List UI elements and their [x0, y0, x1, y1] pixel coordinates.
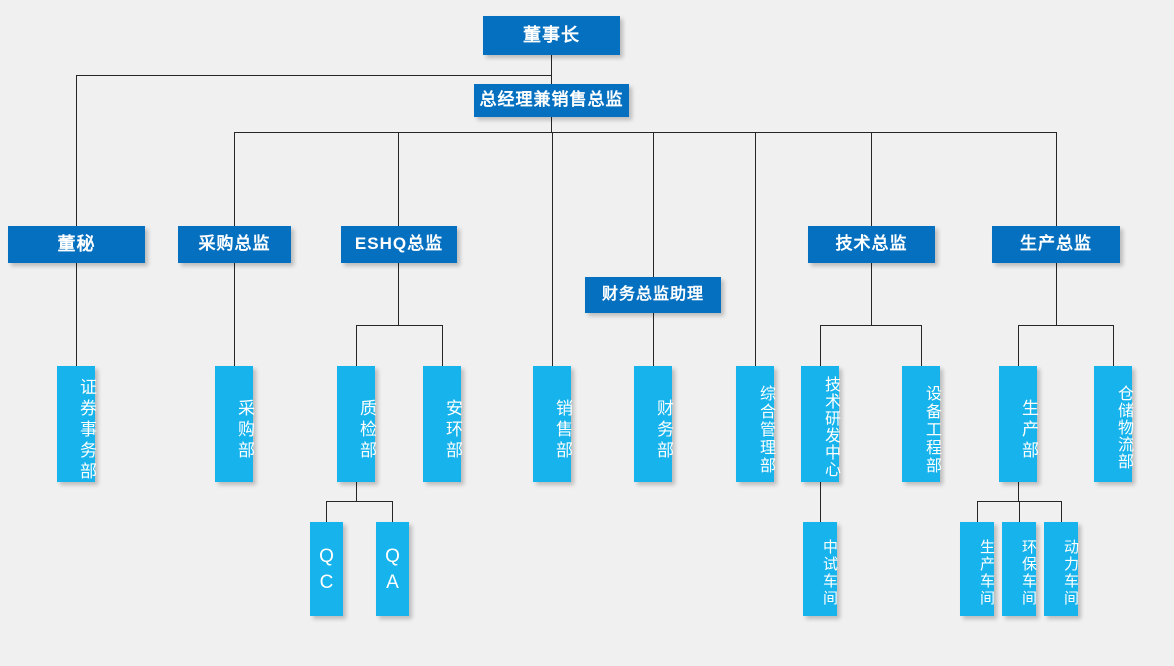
- connector-drop-technical: [871, 132, 872, 226]
- connector-eshq-stem: [398, 263, 399, 325]
- node-production-workshop[interactable]: 生产车间: [960, 522, 995, 616]
- node-power-workshop[interactable]: 动力车间: [1044, 522, 1079, 616]
- connector-purchasing-to-dept: [234, 263, 235, 366]
- node-sales-dept[interactable]: 销售部: [533, 366, 572, 482]
- node-board-secretary[interactable]: 董秘: [8, 226, 145, 263]
- connector-secretary-to-securities: [76, 263, 77, 366]
- connector-to-production-workshop: [977, 501, 978, 522]
- node-production-director[interactable]: 生产总监: [992, 226, 1120, 263]
- node-environmental-workshop[interactable]: 环保车间: [1002, 522, 1037, 616]
- connector-technical-to-rd: [820, 325, 821, 366]
- connector-drop-production-director: [1056, 132, 1057, 226]
- connector-production-to-dept: [1018, 325, 1019, 366]
- connector-eshq-to-qi: [356, 325, 357, 366]
- connector-production-bus: [1018, 325, 1113, 326]
- node-purchasing-director[interactable]: 采购总监: [178, 226, 291, 263]
- connector-eshq-bus: [356, 325, 442, 326]
- node-pilot-workshop[interactable]: 中试车间: [803, 522, 838, 616]
- node-safety-environment-dept[interactable]: 安环部: [423, 366, 462, 482]
- node-quality-inspection-dept[interactable]: 质检部: [337, 366, 376, 482]
- node-equipment-engineering-dept[interactable]: 设备工程部: [902, 366, 940, 482]
- connector-production-stem: [1056, 263, 1057, 325]
- connector-drop-eshq: [398, 132, 399, 226]
- connector-qi-to-qc: [326, 501, 327, 522]
- node-eshq-director[interactable]: ESHQ总监: [341, 226, 457, 263]
- connector-technical-bus: [820, 325, 921, 326]
- node-warehouse-logistics-dept[interactable]: 仓储物流部: [1094, 366, 1132, 482]
- node-securities-affairs-dept[interactable]: 证券事务部: [57, 366, 96, 483]
- connector-technical-to-equipment: [921, 325, 922, 366]
- node-general-management-dept[interactable]: 综合管理部: [736, 366, 774, 482]
- connector-qi-bus: [326, 501, 392, 502]
- connector-to-environmental-workshop: [1019, 501, 1020, 522]
- connector-rd-to-pilot: [820, 482, 821, 522]
- connector-drop-purchasing: [234, 132, 235, 226]
- node-production-dept[interactable]: 生产部: [999, 366, 1038, 482]
- connector-to-power-workshop: [1061, 501, 1062, 522]
- connector-production-to-warehouse: [1113, 325, 1114, 366]
- connector-drop-general-mgmt: [755, 132, 756, 366]
- connector-secretary-drop: [76, 75, 77, 226]
- connector-chairman-to-secretary-h: [76, 75, 552, 76]
- node-purchasing-dept[interactable]: 采购部: [215, 366, 254, 482]
- connector-chairman-to-gm: [551, 55, 552, 85]
- node-tech-rd-center[interactable]: 技术研发中心: [801, 366, 839, 482]
- connector-drop-finance: [653, 132, 654, 277]
- connector-gm-stem: [551, 117, 552, 132]
- connector-drop-sales: [552, 132, 553, 366]
- connector-qi-to-qa: [392, 501, 393, 522]
- node-gm-sales-director[interactable]: 总经理兼销售总监: [474, 84, 629, 117]
- connector-finance-assistant-to-dept: [653, 313, 654, 366]
- connector-technical-stem: [871, 263, 872, 325]
- node-chairman[interactable]: 董事长: [483, 16, 620, 55]
- connector-qi-stem: [356, 482, 357, 501]
- connector-eshq-to-safety: [442, 325, 443, 366]
- connector-main-bus: [234, 132, 1057, 133]
- node-technical-director[interactable]: 技术总监: [808, 226, 935, 263]
- connector-production-dept-stem: [1018, 482, 1019, 501]
- node-finance-dept[interactable]: 财务部: [634, 366, 673, 482]
- node-finance-director-assistant[interactable]: 财务总监助理: [585, 277, 721, 313]
